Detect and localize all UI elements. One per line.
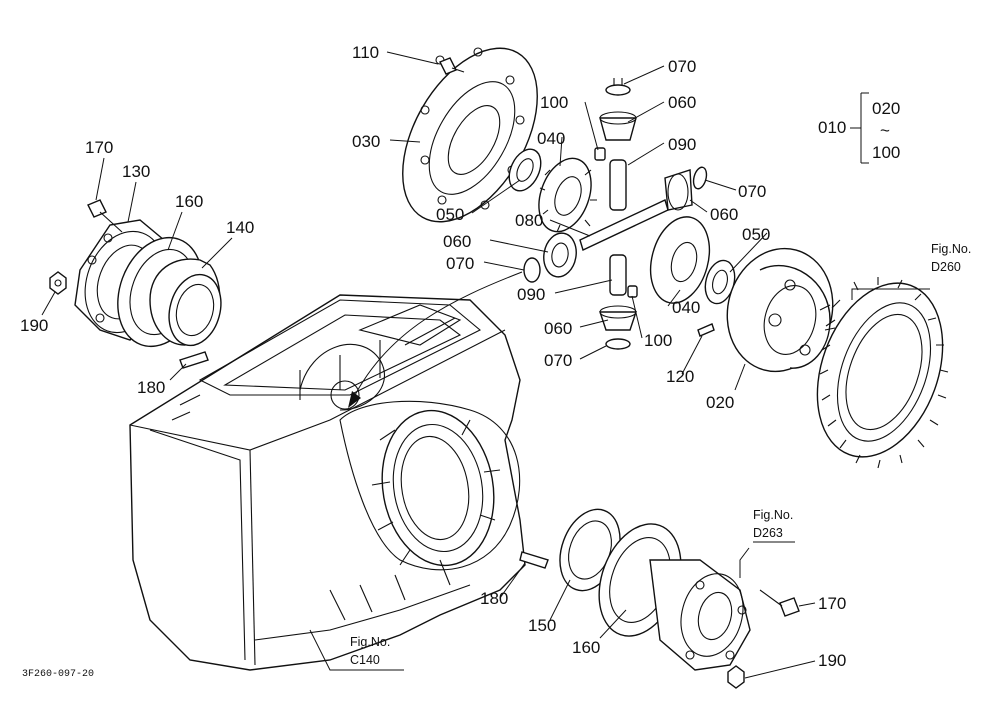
figure-reference-d263: Fig.No. D263 [753, 508, 795, 543]
washer-050-left [508, 148, 542, 192]
label-050-left: 050 [436, 205, 464, 224]
label-160-left: 160 [175, 192, 203, 211]
side-gear-040-mid [649, 216, 711, 304]
bolt-110 [439, 57, 465, 75]
washer-070-top [605, 78, 631, 96]
range-start-label: 010 [818, 118, 846, 137]
side-gear-040-top [538, 157, 597, 233]
right-nut-190 [727, 665, 745, 689]
label-130: 130 [122, 162, 150, 181]
shaft-090-top [609, 159, 627, 211]
label-040-mid: 040 [672, 298, 700, 317]
right-stud-180 [519, 551, 549, 569]
washer-070-mid [523, 257, 541, 283]
fig-ref-c140-line1: Fig.No. [350, 635, 390, 649]
range-to-label: 100 [872, 143, 900, 162]
label-080: 080 [515, 211, 543, 230]
left-stud-180 [179, 351, 209, 369]
range-bracket: 010 020 ~ 100 [818, 99, 900, 162]
pinion-gear-060-right [664, 169, 693, 211]
label-070-low: 070 [544, 351, 572, 370]
pin-100-low [627, 285, 638, 298]
pinion-gear-060-low [599, 305, 637, 331]
label-030: 030 [352, 132, 380, 151]
label-100-low: 100 [644, 331, 672, 350]
range-tilde: ~ [880, 121, 890, 140]
right-bearing-housing [649, 559, 751, 671]
label-060-top: 060 [668, 93, 696, 112]
label-060-low: 060 [544, 319, 572, 338]
label-060-mid: 060 [443, 232, 471, 251]
label-180-bottom: 180 [480, 589, 508, 608]
label-020: 020 [706, 393, 734, 412]
right-bolt-170 [759, 589, 800, 617]
fig-ref-d263-line2: D263 [753, 526, 783, 540]
washer-070-low [605, 338, 631, 350]
pin-120 [697, 323, 715, 337]
label-120: 120 [666, 367, 694, 386]
label-070-right: 070 [738, 182, 766, 201]
label-050-right: 050 [742, 225, 770, 244]
label-150: 150 [528, 616, 556, 635]
label-040-top: 040 [537, 129, 565, 148]
label-140: 140 [226, 218, 254, 237]
left-bearing [149, 258, 222, 347]
fig-ref-c140-line2: C140 [350, 653, 380, 667]
fig-ref-d260-line1: Fig.No. [931, 242, 971, 256]
label-190-right: 190 [818, 651, 846, 670]
label-180-left: 180 [137, 378, 165, 397]
label-160-bottom: 160 [572, 638, 600, 657]
figure-reference-c140: Fig.No. C140 [350, 635, 390, 667]
label-060-right: 060 [710, 205, 738, 224]
label-090-mid: 090 [517, 285, 545, 304]
pin-100-top [594, 147, 606, 161]
label-070-mid: 070 [446, 254, 474, 273]
part-number-labels: 110 100 070 060 030 040 090 070 060 050 … [20, 43, 846, 670]
washer-070-right [692, 166, 708, 190]
left-bolt-170 [87, 199, 123, 233]
transmission-case [129, 294, 526, 671]
ring-gear [816, 277, 949, 469]
label-070-top: 070 [668, 57, 696, 76]
range-from-label: 020 [872, 99, 900, 118]
leader-lines [41, 51, 930, 679]
pinion-gear-060-mid [543, 232, 577, 278]
flange-030 [402, 47, 538, 223]
pinion-gear-060-top [599, 111, 637, 141]
label-090-top: 090 [668, 135, 696, 154]
shaft-090-mid [609, 254, 627, 296]
label-170-left: 170 [85, 138, 113, 157]
fig-ref-d260-line2: D260 [931, 260, 961, 274]
assembly-arrow [348, 271, 523, 408]
label-170-right: 170 [818, 594, 846, 613]
label-100-top: 100 [540, 93, 568, 112]
label-110: 110 [352, 43, 379, 62]
drawing-code: 3F260-097-20 [22, 669, 94, 680]
figure-reference-d260: Fig.No. D260 [931, 242, 971, 274]
fig-ref-d263-line1: Fig.No. [753, 508, 793, 522]
label-190-left: 190 [20, 316, 48, 335]
left-nut-190 [49, 271, 67, 295]
